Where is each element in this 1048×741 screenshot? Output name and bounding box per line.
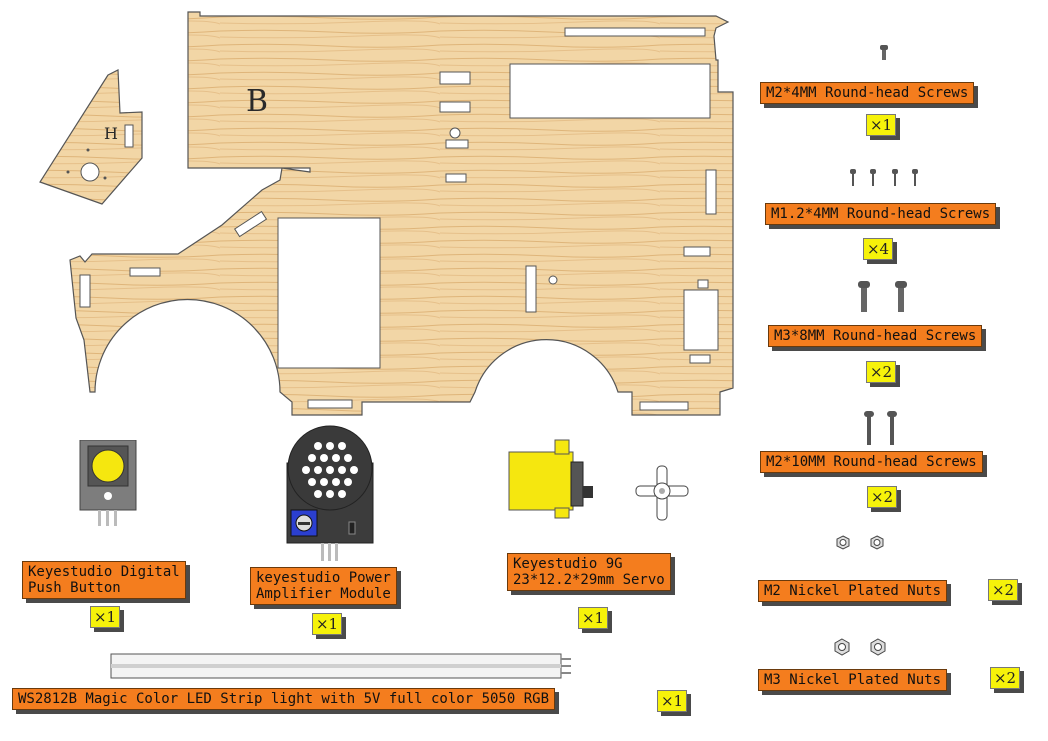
m3-nuts-label: M3 Nickel Plated Nuts <box>758 669 948 691</box>
m2-nuts-qty: ×2 <box>988 579 1018 601</box>
m2-4mm-screw-icon <box>880 45 888 60</box>
amplifier-qty: ×1 <box>312 613 342 635</box>
amplifier-label: keyestudio Power Amplifier Module <box>250 567 397 605</box>
board-b-letter: B <box>246 84 269 119</box>
servo-horn-icon <box>635 465 689 521</box>
m2-10mm-screws-icon <box>864 411 897 445</box>
push-button-label: Keyestudio Digital Push Button <box>22 561 186 599</box>
m2-10mm-label: M2*10MM Round-head Screws <box>760 451 983 473</box>
servo-label: Keyestudio 9G 23*12.2*29mm Servo <box>507 553 671 591</box>
m2-4mm-qty: ×1 <box>866 114 896 136</box>
m3-8mm-label: M3*8MM Round-head Screws <box>768 325 983 347</box>
servo-qty: ×1 <box>578 607 608 629</box>
servo-motor-icon <box>508 439 593 519</box>
m3-8mm-screws-icon <box>858 281 907 312</box>
led-strip-qty: ×1 <box>657 690 687 712</box>
amplifier-module-icon <box>286 425 374 561</box>
m1-2-4mm-label: M1.2*4MM Round-head Screws <box>765 203 997 225</box>
push-button-module-icon <box>79 440 137 526</box>
m2-nuts-icon <box>836 535 884 550</box>
m3-nuts-qty: ×2 <box>990 667 1020 689</box>
led-strip-icon <box>110 653 571 679</box>
m1-2-screws-icon <box>850 169 918 186</box>
push-button-qty: ×1 <box>90 606 120 628</box>
m1-2-4mm-qty: ×4 <box>863 238 893 260</box>
board-h-letter: H <box>104 124 118 143</box>
led-strip-label: WS2812B Magic Color LED Strip light with… <box>12 688 556 710</box>
m3-nuts-icon <box>834 638 886 656</box>
m2-nuts-label: M2 Nickel Plated Nuts <box>758 580 948 602</box>
m2-10mm-qty: ×2 <box>867 486 897 508</box>
m2-4mm-label: M2*4MM Round-head Screws <box>760 82 975 104</box>
m3-8mm-qty: ×2 <box>866 361 896 383</box>
